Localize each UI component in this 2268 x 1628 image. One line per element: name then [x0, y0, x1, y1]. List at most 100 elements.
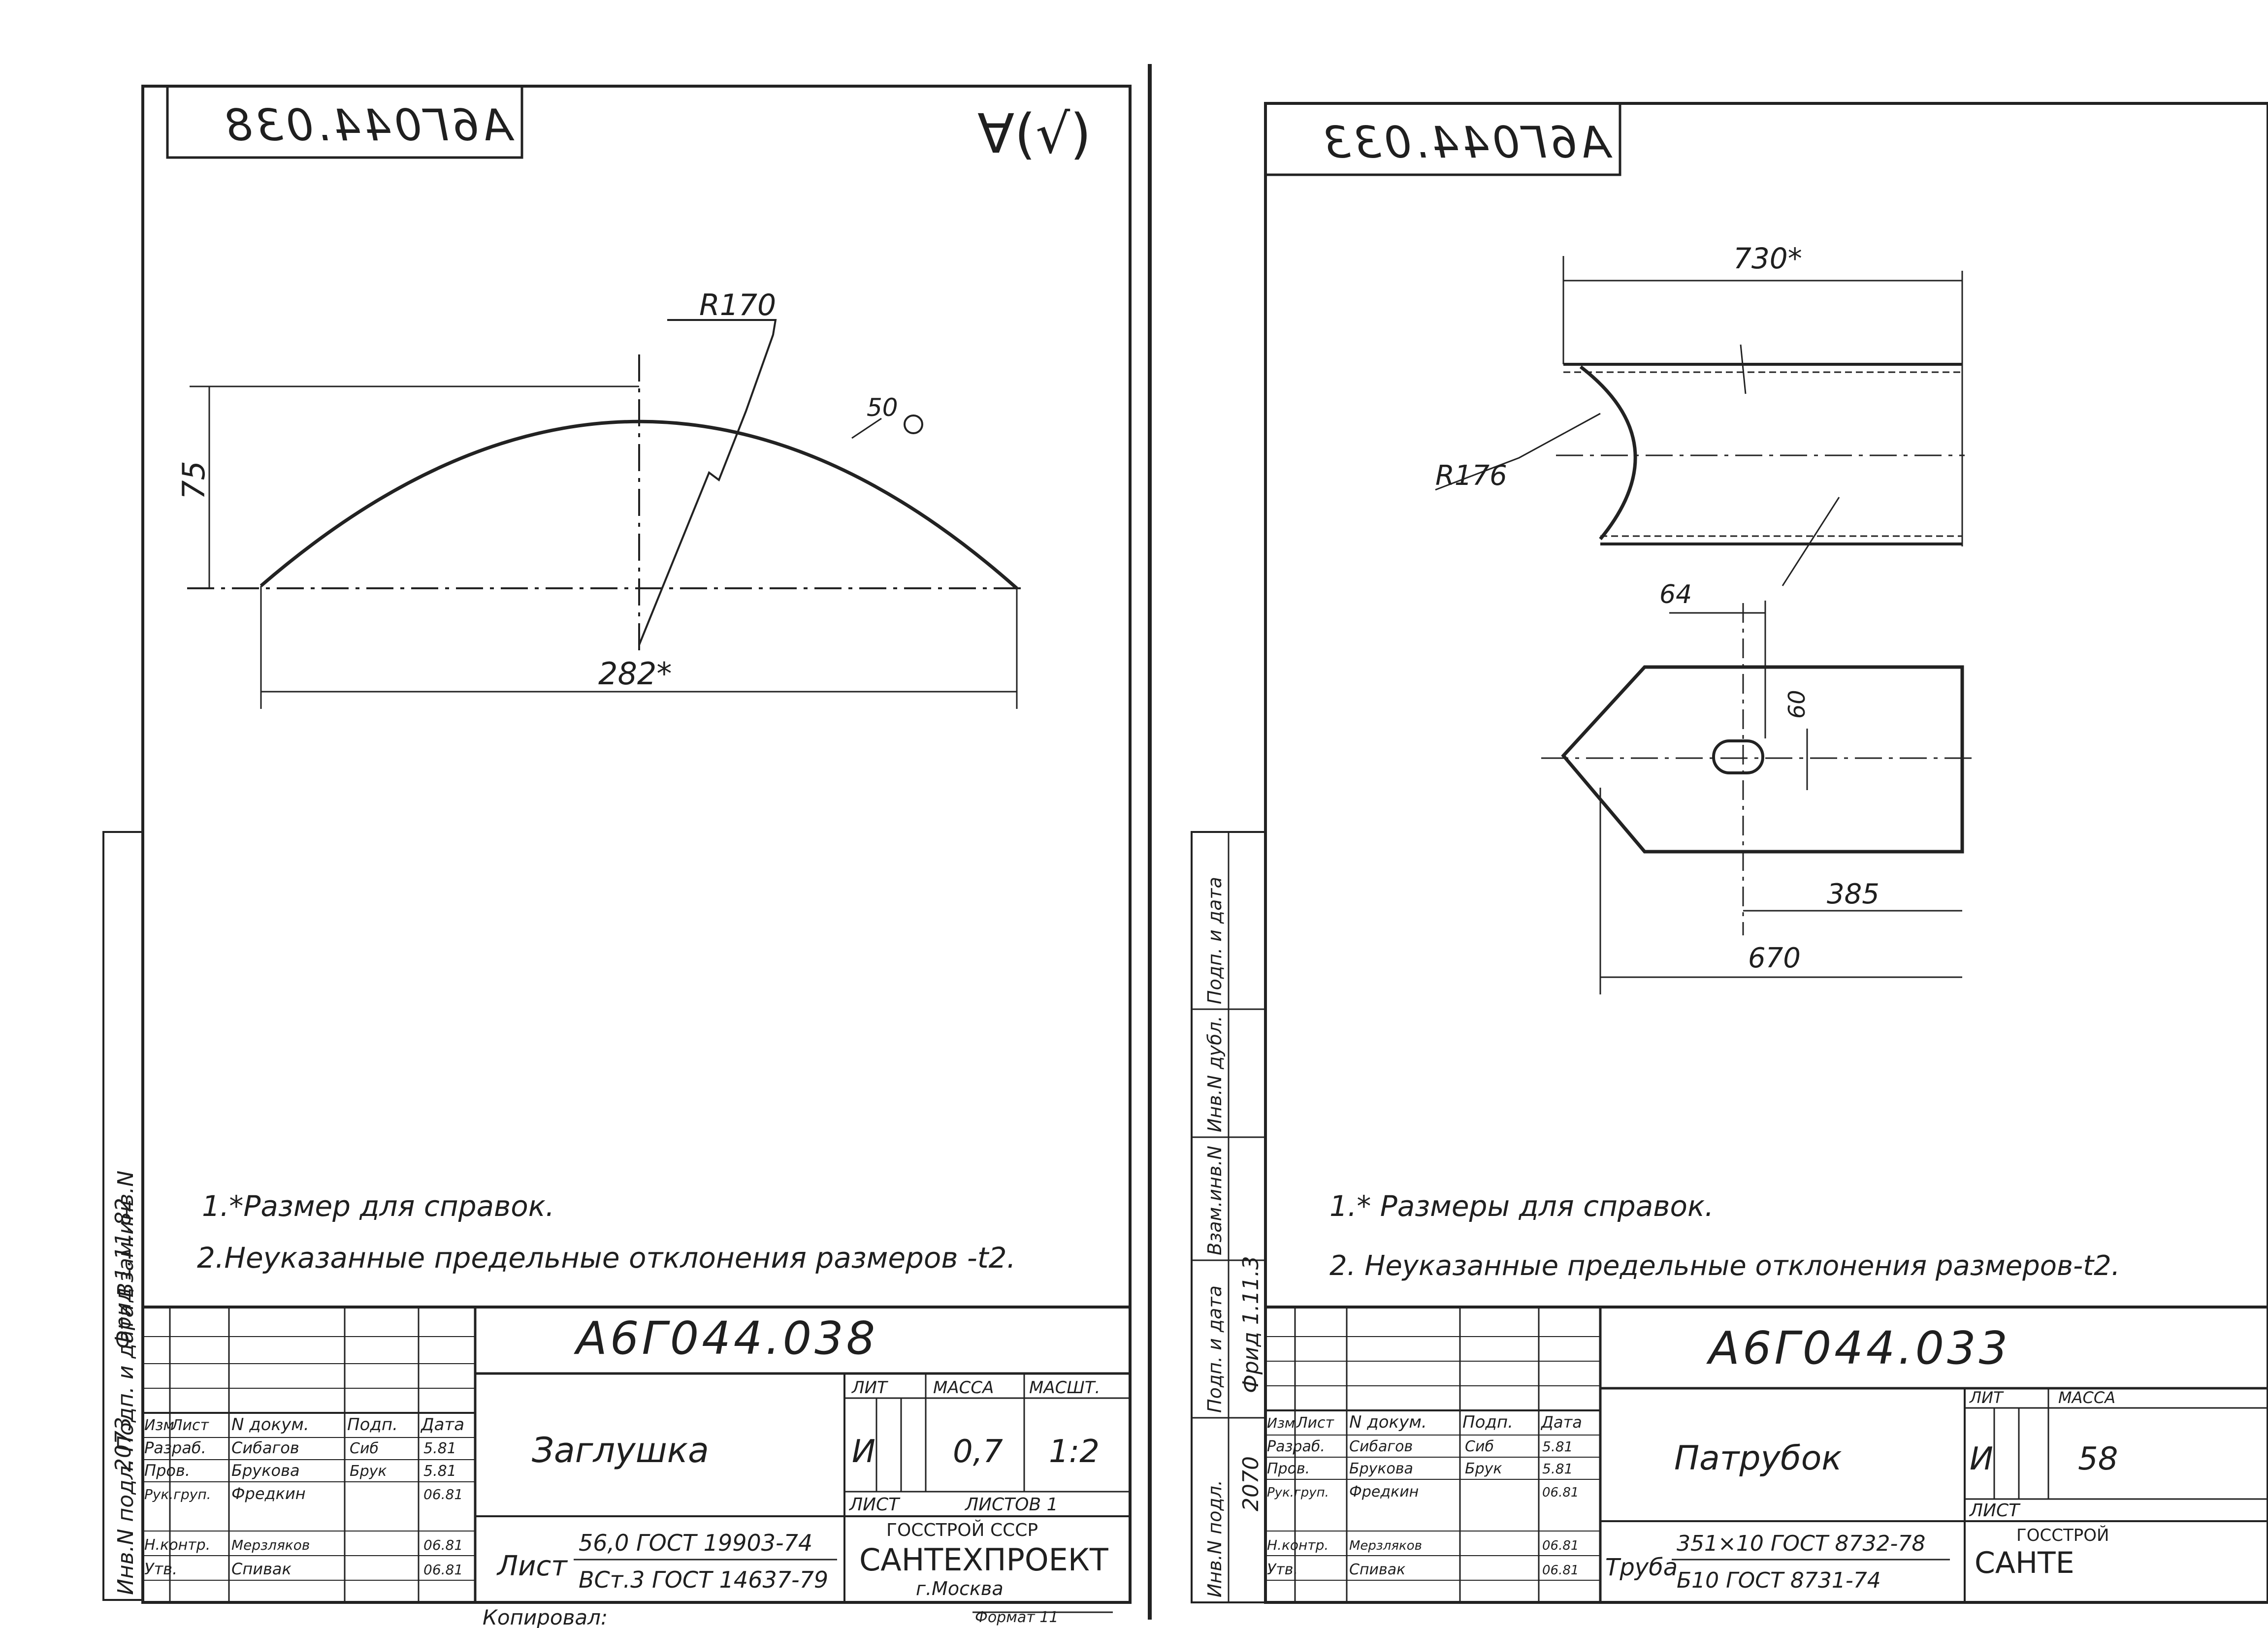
roughness-leader — [1782, 497, 1840, 586]
right-row5-date: 06.81 — [1542, 1563, 1579, 1578]
left-row4-date: 06.81 — [423, 1537, 463, 1553]
left-side-value-1: 2073 — [111, 1417, 136, 1472]
right-mass: 58 — [2078, 1441, 2118, 1477]
roughness-mark: ∀(√) — [977, 102, 1091, 165]
right-col-izm: Изм — [1267, 1415, 1295, 1431]
left-org1: ГОССТРОЙ СССР — [886, 1520, 1038, 1540]
left-row5-date: 06.81 — [423, 1562, 463, 1578]
left-hdr-mass: МАССА — [933, 1378, 994, 1398]
right-row1-sign: Сиб — [1465, 1438, 1494, 1455]
right-side-label-3: Взам.инв.N — [1204, 1146, 1226, 1255]
left-row3-date: 06.81 — [423, 1486, 463, 1502]
right-col-list: Лист — [1296, 1414, 1335, 1432]
left-row4-name: Мерзляков — [231, 1537, 310, 1553]
right-row3-date: 06.81 — [1542, 1485, 1579, 1500]
format-label: Формат 11 — [975, 1609, 1058, 1626]
right-row5-role: Утв. — [1267, 1561, 1298, 1578]
left-sheet: A6Г044.038 ∀(√) 75 R170 282* 50 1.*Разме… — [102, 85, 1132, 1604]
left-hdr-scale: МАСШТ. — [1029, 1378, 1100, 1398]
break-line — [1740, 344, 1747, 394]
right-note-2: 2. Неуказанные предельные отклонения раз… — [1329, 1250, 2120, 1282]
left-lit: И — [852, 1434, 875, 1470]
left-designation: А6Г044.038 — [574, 1312, 878, 1365]
right-row2-name: Брукова — [1349, 1460, 1413, 1477]
right-sheet: A6Г044.033 730* R176 64 60 385 670 1.* Р… — [1191, 102, 2268, 1604]
left-row2-date: 5.81 — [423, 1463, 456, 1480]
right-row5-name: Спивак — [1349, 1561, 1405, 1578]
slot-height-dim: 60 — [1783, 690, 1810, 719]
pipe-length-dim: 730* — [1733, 242, 1802, 275]
right-material-line1: 351×10 ГОСТ 8732-78 — [1677, 1531, 1925, 1556]
left-stamp-text: A6Г044.038 — [222, 100, 515, 151]
right-side-label-5: Подп. и дата — [1204, 877, 1226, 1004]
left-material-line1: 56,0 ГОСТ 19903-74 — [579, 1530, 812, 1556]
right-title-block: Изм Лист N докум. Подп. Дата Разраб. Сиб… — [1264, 1306, 2268, 1604]
right-side-label-1: Инв.N подл. — [1204, 1480, 1226, 1597]
left-row4-role: Н.контр. — [144, 1536, 210, 1554]
right-org1: ГОССТРОЙ — [2016, 1525, 2109, 1545]
left-row2-role: Пров. — [144, 1461, 190, 1480]
left-col-list: Лист — [171, 1417, 210, 1434]
right-material-prefix: Труба — [1605, 1554, 1678, 1581]
right-col-date: Дата — [1540, 1413, 1582, 1432]
right-row4-name: Мерзляков — [1349, 1538, 1422, 1553]
thickness-leader — [851, 417, 882, 439]
roughness-circle — [904, 415, 923, 434]
right-row4-role: Н.контр. — [1267, 1537, 1328, 1553]
left-row1-sign: Сиб — [350, 1440, 379, 1457]
right-sheet: ЛИСТ — [1969, 1500, 2021, 1521]
left-org2: САНТЕХПРОЕКТ — [859, 1542, 1109, 1578]
left-scale: 1:2 — [1049, 1434, 1100, 1470]
slot — [1712, 739, 1764, 774]
left-row1-name: Сибагов — [231, 1438, 299, 1457]
right-row2-role: Пров. — [1267, 1460, 1310, 1477]
height-dim: 75 — [176, 461, 212, 500]
left-side-stamp-text: Инв.N подл. Подп. и дата Взам.инв.N — [113, 1171, 138, 1595]
slot-offset-dim: 64 — [1659, 580, 1692, 609]
right-stamp-text: A6Г044.033 — [1320, 117, 1613, 168]
left-org3: г.Москва — [916, 1578, 1004, 1599]
left-material-prefix: Лист — [496, 1550, 568, 1582]
slot-position-dim: 385 — [1827, 878, 1879, 910]
left-col-doc: N докум. — [231, 1415, 309, 1435]
radius-176-dim: R176 — [1435, 460, 1507, 492]
right-part-name: Патрубок — [1674, 1439, 1842, 1478]
right-stamp-box — [1264, 102, 1621, 176]
radius-176-leader — [1435, 413, 1601, 491]
right-row1-role: Разраб. — [1267, 1438, 1325, 1455]
width-dim: 282* — [598, 656, 672, 692]
radius-leader — [638, 319, 777, 645]
copied-label: Копировал: — [483, 1605, 608, 1628]
right-designation: А6Г044.033 — [1706, 1322, 2010, 1374]
total-dim: 670 — [1748, 942, 1801, 974]
left-hdr-lit: ЛИТ — [851, 1378, 888, 1398]
left-row5-name: Спивак — [231, 1560, 292, 1578]
right-side-label-4: Инв.N дубл. — [1204, 1016, 1226, 1132]
right-row3-name: Фредкин — [1349, 1483, 1419, 1500]
left-sheet: ЛИСТ — [848, 1495, 901, 1515]
left-col-date: Дата — [420, 1415, 464, 1435]
left-row1-role: Разраб. — [144, 1438, 206, 1457]
left-side-value-2: Фрид 1.11.82 — [111, 1198, 136, 1349]
left-sheets: ЛИСТОВ 1 — [964, 1495, 1058, 1515]
right-col-doc: N докум. — [1349, 1412, 1427, 1432]
left-col-sign: Подп. — [347, 1415, 398, 1435]
right-row2-date: 5.81 — [1542, 1461, 1573, 1477]
left-row3-role: Рук.груп. — [144, 1486, 211, 1502]
left-row2-sign: Брук — [350, 1463, 387, 1480]
right-lit: И — [1970, 1441, 1993, 1477]
right-row4-date: 06.81 — [1542, 1538, 1579, 1553]
left-note-1: 1.*Размер для справок. — [202, 1189, 554, 1223]
right-col-sign: Подп. — [1462, 1412, 1513, 1432]
right-side-label-2: Подп. и дата — [1204, 1285, 1226, 1413]
left-mass: 0,7 — [953, 1434, 1003, 1470]
left-row5-role: Утв. — [144, 1560, 177, 1578]
right-row1-name: Сибагов — [1349, 1438, 1413, 1455]
left-part-name: Заглушка — [532, 1430, 709, 1470]
arc-profile — [259, 419, 1018, 590]
left-row1-date: 5.81 — [423, 1440, 456, 1457]
right-hdr-lit: ЛИТ — [1969, 1388, 2004, 1407]
flat-pattern-outline — [1561, 665, 1964, 854]
left-title-block: Изм Лист N докум. Подп. Дата Разраб. Сиб… — [141, 1306, 1132, 1604]
